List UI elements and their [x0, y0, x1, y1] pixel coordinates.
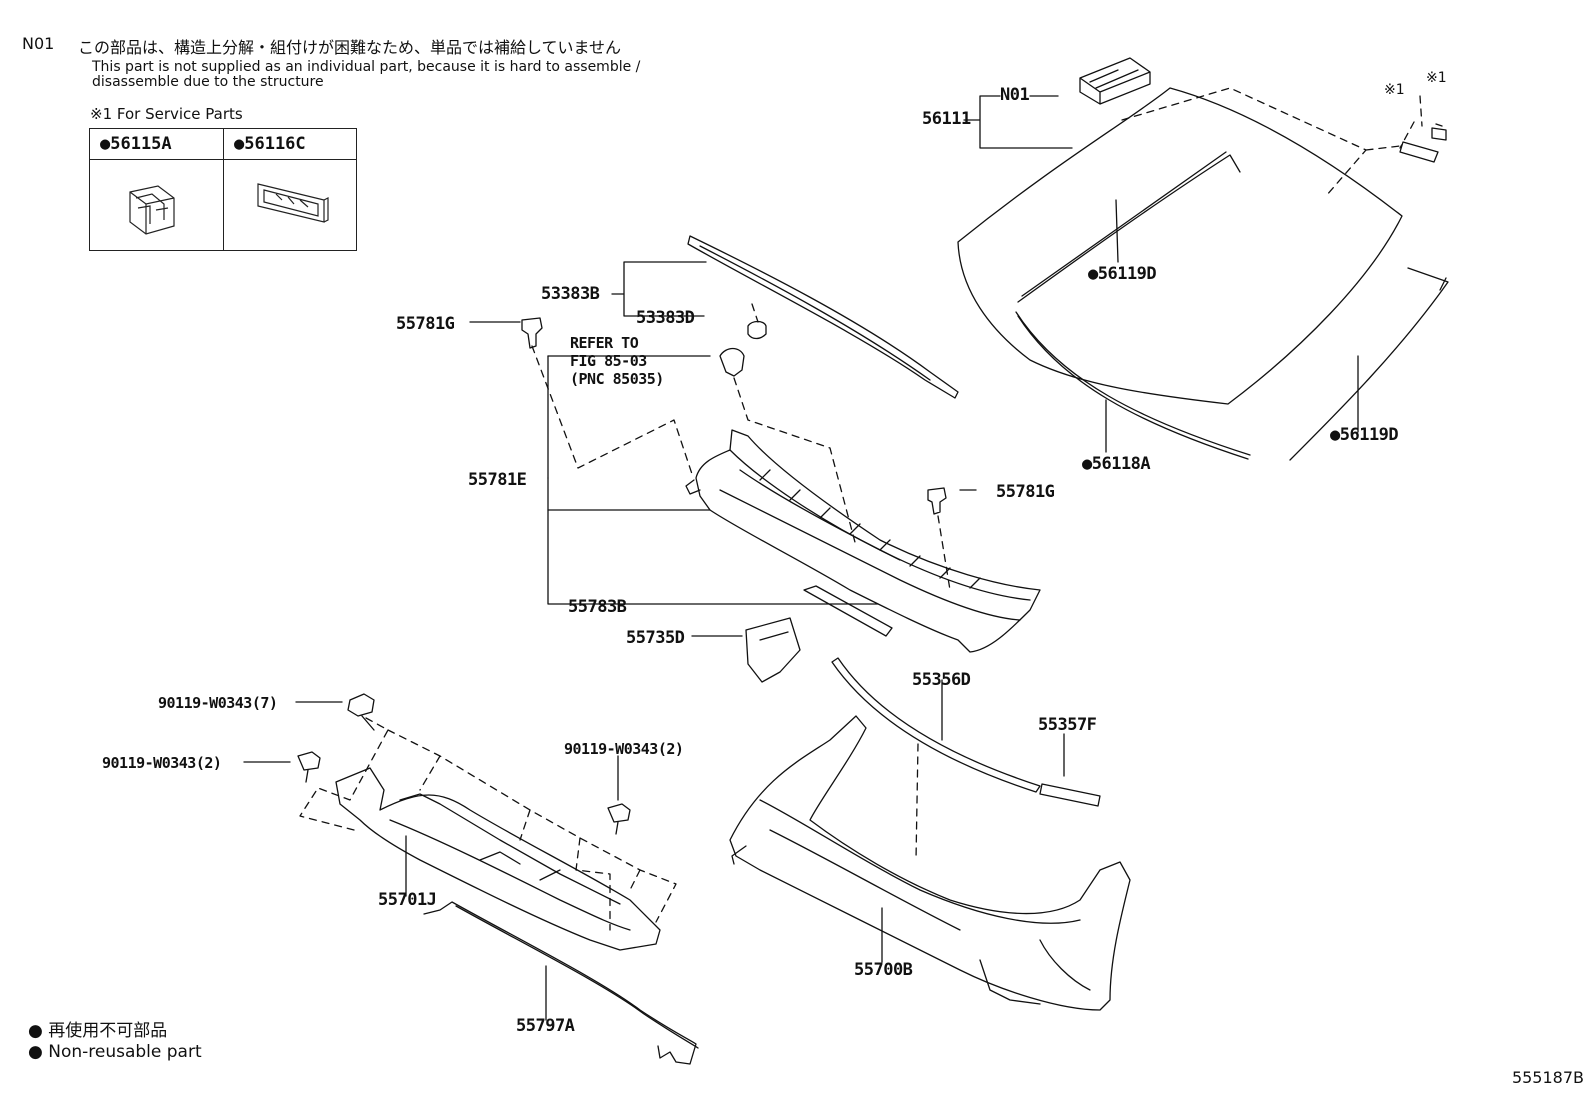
label-55781E[interactable]: 55781E [468, 470, 527, 490]
bracket-55735D [745, 617, 801, 683]
label-53383B[interactable]: 53383B [541, 284, 600, 304]
clip-55781G-left [521, 317, 543, 349]
label-56118A[interactable]: ●56118A [1082, 454, 1151, 474]
label-55701J[interactable]: 55701J [378, 890, 437, 910]
label-56119D-top[interactable]: ●56119D [1088, 264, 1157, 284]
note-japanese: この部品は、構造上分解・組付けが困難なため、単品では補給していません [78, 38, 622, 57]
label-bolt-7[interactable]: 90119-W0343(7) [158, 694, 278, 712]
label-bolt-2a[interactable]: 90119-W0343(2) [102, 754, 222, 772]
label-N01[interactable]: N01 [1000, 85, 1030, 105]
note-english: This part is not supplied as an individu… [92, 60, 640, 90]
label-55735D[interactable]: 55735D [626, 628, 685, 648]
bolt-2a [297, 751, 321, 783]
service-parts-table: ●56115A ●56116C [89, 128, 357, 251]
label-star1-a: ※1 [1384, 82, 1405, 98]
rod-55797A [423, 901, 697, 1065]
legend-japanese: ● 再使用不可部品 [28, 1021, 168, 1041]
label-55783B[interactable]: 55783B [568, 597, 627, 617]
clip-part-image [129, 185, 175, 235]
note-english-line1: This part is not supplied as an individu… [92, 59, 641, 75]
legend-english: ● Non-reusable part [28, 1042, 202, 1062]
label-refer-line1: REFER TO [570, 334, 639, 352]
seal-55356D [831, 657, 1041, 793]
dash-panel [729, 715, 1131, 1011]
clip-53383D [747, 320, 767, 340]
label-56119D-side[interactable]: ●56119D [1330, 425, 1399, 445]
label-55357F[interactable]: 55357F [1038, 715, 1097, 735]
note-english-line2: disassemble due to the structure [92, 74, 324, 90]
label-refer-line3: (PNC 85035) [570, 370, 664, 388]
service-part-cell-56116C[interactable]: ●56116C [224, 129, 357, 250]
figure-number: 555187B [1511, 1068, 1584, 1087]
label-55356D[interactable]: 55356D [912, 670, 971, 690]
cowl-lower [335, 767, 661, 951]
note-code: N01 [22, 34, 55, 53]
bolt-2b [607, 803, 631, 835]
cowl-panel [685, 429, 1041, 653]
label-55781G-right[interactable]: 55781G [996, 482, 1055, 502]
label-53383D[interactable]: 53383D [636, 308, 695, 328]
seal-55357F [1039, 783, 1101, 807]
windshield-glass [957, 87, 1449, 461]
bolt-7 [347, 693, 375, 731]
label-56111[interactable]: 56111 [922, 109, 971, 129]
label-55781G-left[interactable]: 55781G [396, 314, 455, 334]
label-55700B[interactable]: 55700B [854, 960, 913, 980]
label-55797A[interactable]: 55797A [516, 1016, 575, 1036]
pad-part-image [257, 183, 329, 223]
star-part-2 [1431, 123, 1447, 141]
service-part-label: ●56115A [90, 129, 223, 160]
service-part-cell-56115A[interactable]: ●56115A [90, 129, 224, 250]
service-parts-title: ※1 For Service Parts [90, 105, 243, 123]
cowl-molding [687, 235, 959, 399]
star-part-1 [1399, 141, 1439, 163]
service-part-label: ●56116C [224, 129, 357, 160]
clip-55781G-right [927, 487, 947, 515]
label-star1-b: ※1 [1426, 70, 1447, 86]
grommet [719, 347, 745, 377]
label-bolt-2b[interactable]: 90119-W0343(2) [564, 740, 684, 758]
n01-part [1079, 57, 1151, 105]
leader-lines [243, 95, 1359, 1021]
seal-55783B [803, 585, 893, 637]
dashed-guides [299, 87, 1423, 931]
label-refer-line2[interactable]: FIG 85-03 [570, 352, 647, 370]
